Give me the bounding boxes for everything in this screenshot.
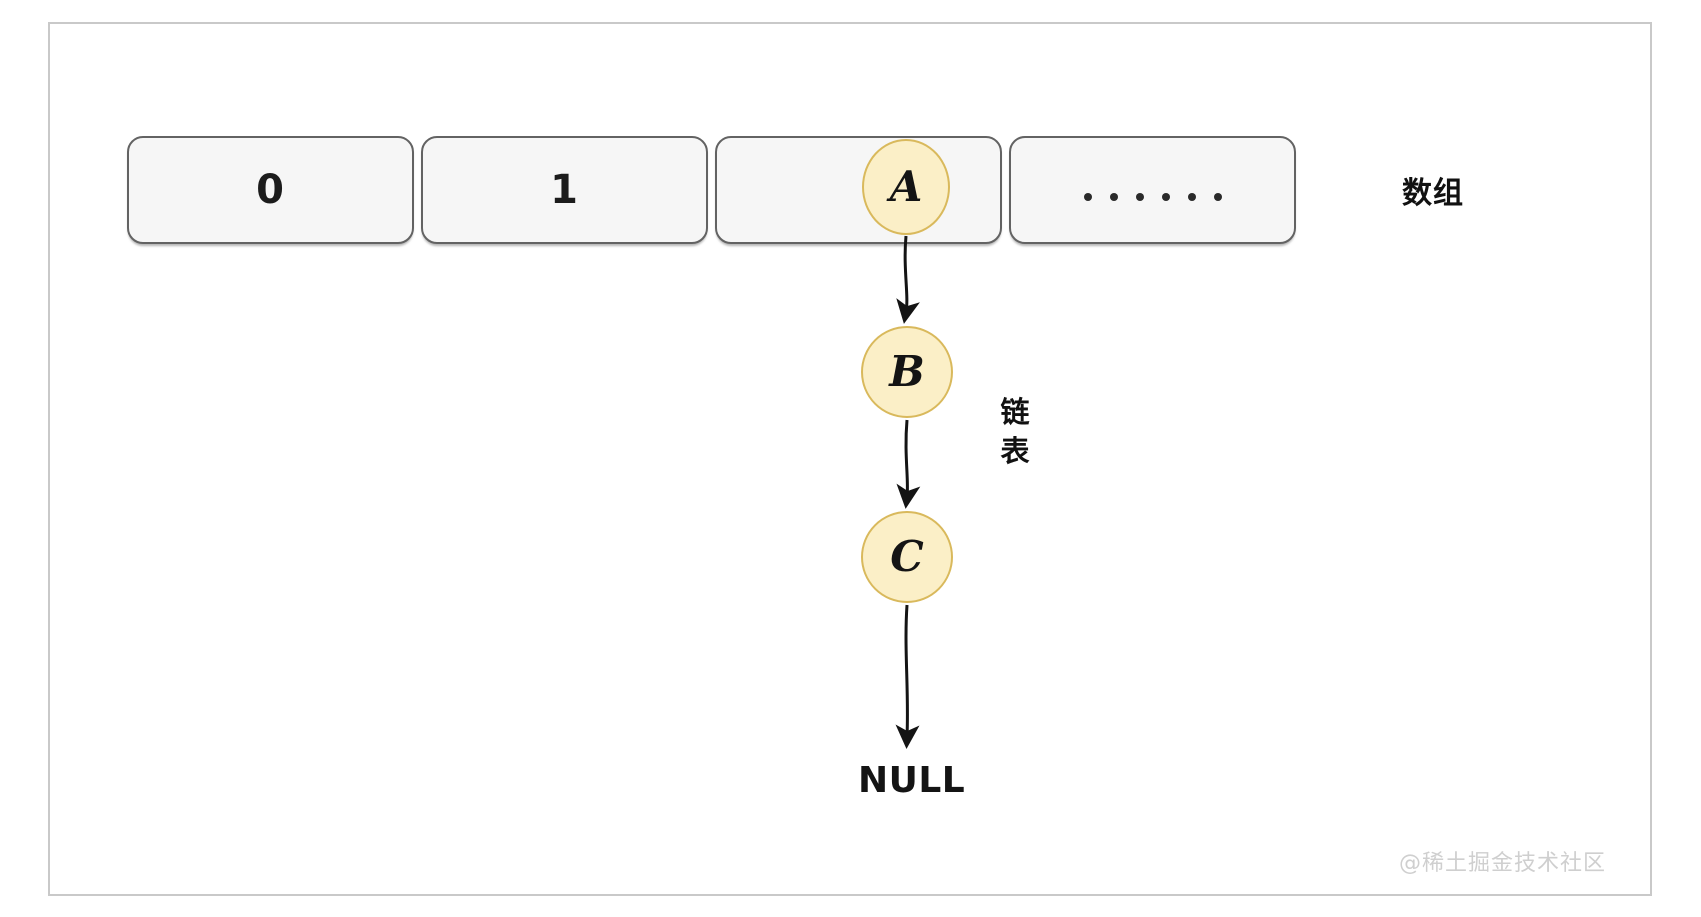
array-cell-2: [715, 136, 1002, 244]
list-node-c: C: [861, 511, 953, 603]
list-node-a: A: [862, 139, 950, 235]
list-node-c-label: C: [890, 532, 924, 581]
watermark: @稀土掘金技术社区: [1399, 851, 1607, 876]
ellipsis-dot: [1109, 193, 1118, 201]
array-row: 0 1: [127, 136, 1296, 244]
array-cell-0-label: 0: [256, 167, 285, 213]
ellipsis-dot: [1187, 193, 1196, 201]
array-cell-0: 0: [127, 136, 414, 244]
ellipsis-dot: [1083, 193, 1092, 201]
array-cell-1: 1: [421, 136, 708, 244]
list-node-b: B: [861, 326, 953, 418]
list-node-a-label: A: [889, 162, 923, 211]
ellipsis-dot: [1135, 193, 1144, 201]
ellipsis-icon: [1083, 193, 1222, 201]
array-cell-1-label: 1: [550, 167, 579, 213]
ellipsis-dot: [1213, 193, 1222, 201]
ellipsis-dot: [1161, 193, 1170, 201]
list-node-b-label: B: [889, 347, 925, 396]
null-terminator-label: NULL: [858, 760, 966, 801]
array-label: 数组: [1402, 176, 1464, 211]
linked-list-label: 链 表: [1000, 395, 1030, 469]
array-cell-3: [1009, 136, 1296, 244]
